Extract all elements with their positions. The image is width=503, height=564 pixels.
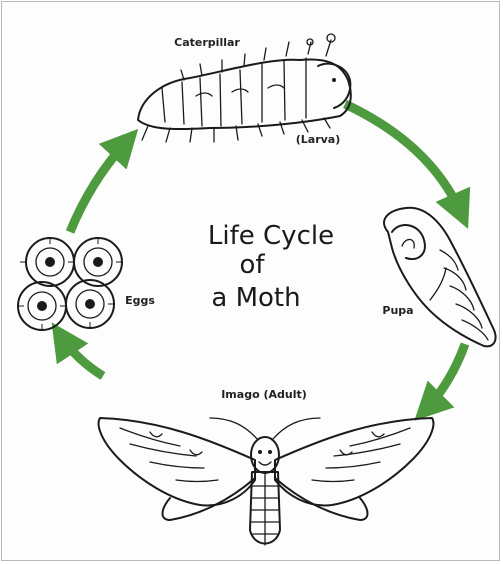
- egg: [74, 238, 122, 286]
- imago-label: Imago (Adult): [221, 388, 307, 401]
- larva-label: (Larva): [296, 133, 341, 146]
- egg: [66, 280, 114, 328]
- moth-illustration: [99, 418, 434, 545]
- title-line-3: a Moth: [211, 283, 300, 313]
- egg: [18, 282, 66, 330]
- arrow-larva-to-pupa: [345, 104, 462, 215]
- caterpillar-label: Caterpillar: [174, 36, 240, 49]
- caterpillar-illustration: [138, 34, 351, 142]
- arrow-pupa-to-imago: [425, 344, 465, 410]
- title-line-1: Life Cycle: [208, 221, 334, 251]
- egg: [26, 238, 74, 286]
- pupa-label: Pupa: [382, 304, 413, 317]
- eggs-label: Eggs: [125, 294, 155, 307]
- pupa-illustration: [384, 208, 495, 346]
- eggs-illustration: [18, 238, 122, 330]
- arrow-imago-to-eggs: [60, 335, 103, 376]
- arrow-eggs-to-larva: [70, 140, 128, 232]
- title-line-2: of: [239, 250, 265, 280]
